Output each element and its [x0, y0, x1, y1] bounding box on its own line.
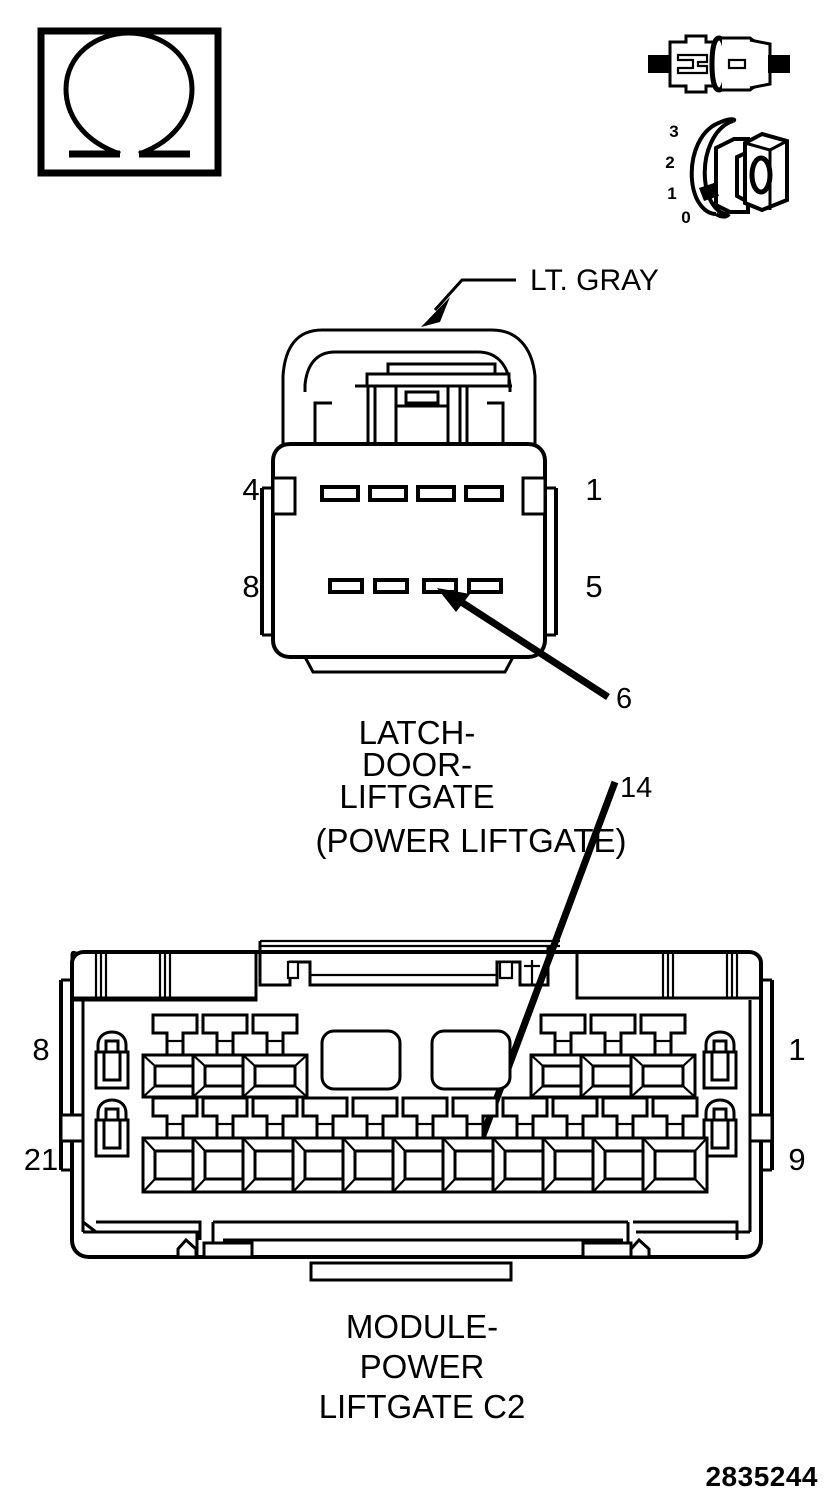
key-position-0-label: 0 [681, 208, 690, 227]
keying-pocket-right [430, 1029, 512, 1091]
callout-6-label: 6 [616, 683, 632, 715]
latch-name-line-3: LIFTGATE [339, 778, 494, 815]
locking-clip-right-bottom [702, 1098, 738, 1158]
lt-gray-callout [421, 278, 516, 327]
callout-6-leader [437, 588, 610, 700]
pin-label-bottom-right: 5 [585, 569, 602, 604]
terminal-pin-16 [391, 1096, 459, 1194]
key-position-3-label: 3 [669, 122, 678, 141]
latch-name-line-2: DOOR- [362, 746, 472, 783]
module-name-line-3: LIFTGATE C2 [319, 1388, 526, 1425]
cavity-pin-8 [328, 578, 364, 594]
ignition-key-switch-icon: 3 2 1 0 [665, 117, 789, 227]
latch-name-line-1: LATCH- [359, 714, 476, 751]
terminal-pin-12 [591, 1096, 659, 1194]
locking-clip-left-top [94, 1030, 130, 1090]
pin-label-top-left: 4 [242, 472, 259, 507]
latch-name-line-4: (POWER LIFTGATE) [315, 822, 626, 859]
keying-pocket-left [320, 1029, 402, 1091]
pin-label-top-right: 1 [585, 472, 602, 507]
cavity-pin-6 [422, 578, 458, 594]
terminal-pin-19 [241, 1096, 309, 1194]
cavity-pin-5 [467, 578, 503, 594]
callout-14-label: 14 [620, 772, 652, 804]
locking-clip-left-bottom [94, 1098, 130, 1158]
terminal-pin-20 [191, 1096, 259, 1194]
terminal-pin-14 [491, 1096, 559, 1194]
terminal-pin-11 [641, 1096, 709, 1194]
key-position-2-label: 2 [665, 153, 674, 172]
wire-color-label: LT. GRAY [530, 264, 659, 297]
terminal-pin-3 [529, 1013, 597, 1099]
cavity-pin-1 [464, 485, 504, 502]
module-pin-label-top-left: 8 [32, 1032, 49, 1067]
cavity-pin-7 [373, 578, 409, 594]
pin-label-bottom-left: 8 [242, 569, 259, 604]
connector-plug-socket-icon [648, 34, 790, 94]
cavity-pin-4 [320, 485, 360, 502]
ohm-symbol-icon [37, 27, 222, 177]
terminal-pin-6 [241, 1013, 309, 1099]
module-pin-label-top-right: 1 [788, 1032, 805, 1067]
terminal-pin-1 [629, 1013, 697, 1099]
locking-clip-right-top [702, 1030, 738, 1090]
cavity-pin-2 [416, 485, 456, 502]
latch-door-liftgate-connector [260, 328, 558, 674]
cavity-pin-3 [368, 485, 408, 502]
drawing-number: 2835244 [705, 1461, 818, 1492]
module-name-line-2: POWER [360, 1348, 485, 1385]
terminal-pin-7 [191, 1013, 259, 1099]
module-power-liftgate-c2-connector [59, 939, 774, 1282]
module-pin-label-bottom-right: 9 [788, 1142, 805, 1177]
key-position-1-label: 1 [667, 184, 676, 203]
module-pin-label-bottom-left: 21 [24, 1142, 58, 1177]
module-name-line-1: MODULE- [346, 1308, 498, 1345]
